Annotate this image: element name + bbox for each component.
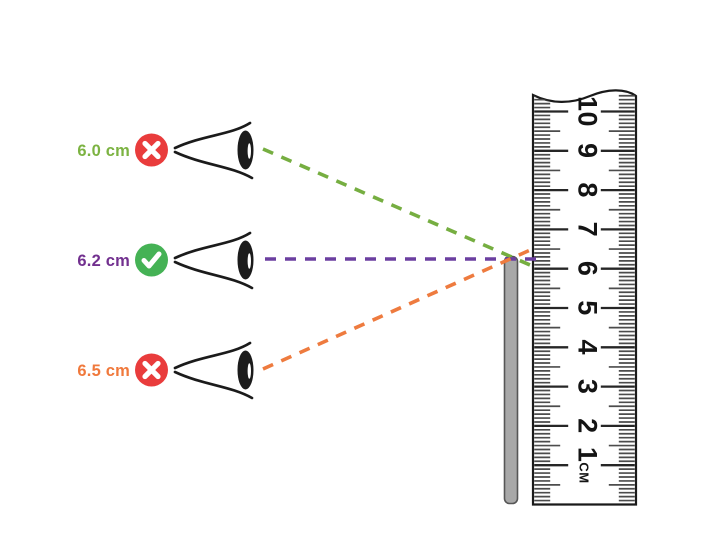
iris (237, 240, 254, 280)
iris (237, 350, 254, 390)
iris-highlight (247, 253, 251, 269)
lower-eyelid (173, 370, 254, 400)
reading-label-bottom: 6.5 cm (77, 362, 130, 380)
measured-object-stick (503, 255, 519, 505)
ruler-number: 5 (573, 300, 603, 316)
ruler-number: 8 (573, 182, 603, 198)
reading-label-top: 6.0 cm (77, 142, 130, 160)
check-icon (141, 251, 162, 269)
ruler-number: 9 (573, 143, 603, 159)
upper-eyelid (173, 341, 252, 370)
eye-icon-top (173, 121, 254, 180)
ruler-number: 7 (573, 222, 603, 238)
eye-icon-bottom (173, 341, 254, 400)
ruler-number: 2 (573, 418, 603, 434)
eye-icon-middle (173, 231, 254, 290)
ruler-ticks (534, 94, 635, 502)
iris (237, 130, 254, 170)
ruler-number: 3 (573, 379, 603, 395)
lower-eyelid (173, 150, 254, 180)
cross-icon (142, 360, 161, 380)
ruler-number: 10 (573, 96, 603, 127)
verdict-badge-wrong-bottom (135, 353, 168, 387)
iris-highlight (247, 143, 251, 159)
ruler-number: 6 (573, 261, 603, 277)
iris-highlight (247, 363, 251, 379)
upper-eyelid (173, 231, 252, 260)
ruler-outline (531, 89, 638, 506)
sight-line-low-eye (262, 245, 538, 371)
upper-eyelid (173, 121, 252, 150)
lower-eyelid (173, 260, 254, 290)
sight-line-high-eye (262, 147, 538, 270)
verdict-badge-correct (135, 243, 168, 277)
verdict-badge-wrong-top (135, 133, 168, 167)
ruler-number: 4 (573, 340, 603, 356)
reading-label-middle: 6.2 cm (77, 252, 130, 270)
cross-icon (142, 140, 161, 160)
